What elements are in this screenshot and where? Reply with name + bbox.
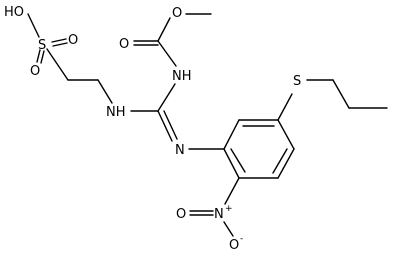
nitro-n-positive-charge: + (225, 204, 233, 214)
bond-ch2-nh (97, 79, 113, 104)
atom-o-nitro-left: O (176, 207, 186, 222)
bond-ring-s (277, 93, 293, 121)
atom-n-imine: N (175, 143, 185, 158)
bond-s-o-bottom-a (36, 49, 41, 63)
ring-bond-6-inner (230, 148, 246, 173)
bond-c-o-ester (157, 17, 171, 42)
atom-ho: HO (4, 5, 24, 20)
bond-s-o-right-a (51, 38, 67, 43)
bond-nh-top-c (157, 40, 177, 67)
bond-c-nh-top (157, 83, 176, 112)
atom-o-sulfonyl-right: O (68, 33, 78, 48)
bond-s-o-bottom-b (40, 50, 45, 64)
atom-nh-left: NH (106, 105, 126, 120)
bond-c-n-imine-b (163, 110, 178, 140)
ring-bond-1 (223, 119, 240, 150)
ring-bond-3 (277, 119, 295, 150)
bond-n-o-bottom (223, 221, 234, 237)
atom-labels: HO S O O NH NH N O O S N + O O - (4, 5, 301, 253)
bonds (27, 13, 388, 237)
atom-n-nitro: N (214, 207, 224, 222)
ring-bond-6 (223, 148, 240, 179)
ring-bond-4-inner (272, 148, 288, 174)
nitro-o-negative-charge: - (240, 234, 243, 244)
bond-ring-n-nitro (224, 177, 240, 205)
atom-nh-top: NH (172, 69, 192, 84)
bond-ho-s (27, 13, 40, 38)
atom-o-nitro-bottom: O (229, 238, 239, 253)
atom-s-thioether: S (293, 74, 301, 89)
ring-bond-4 (277, 148, 295, 179)
bond-ch2-ch2-b (332, 79, 350, 109)
bond-s-o-right-b (52, 42, 68, 47)
bond-s-ch2 (46, 48, 69, 81)
bond-c-n-imine-a (157, 110, 173, 142)
atom-o-carbonyl: O (119, 37, 129, 52)
atom-o-sulfonyl-bottom: O (30, 64, 40, 79)
atom-o-ester: O (172, 6, 182, 21)
atom-s-sulfonyl: S (38, 38, 46, 53)
